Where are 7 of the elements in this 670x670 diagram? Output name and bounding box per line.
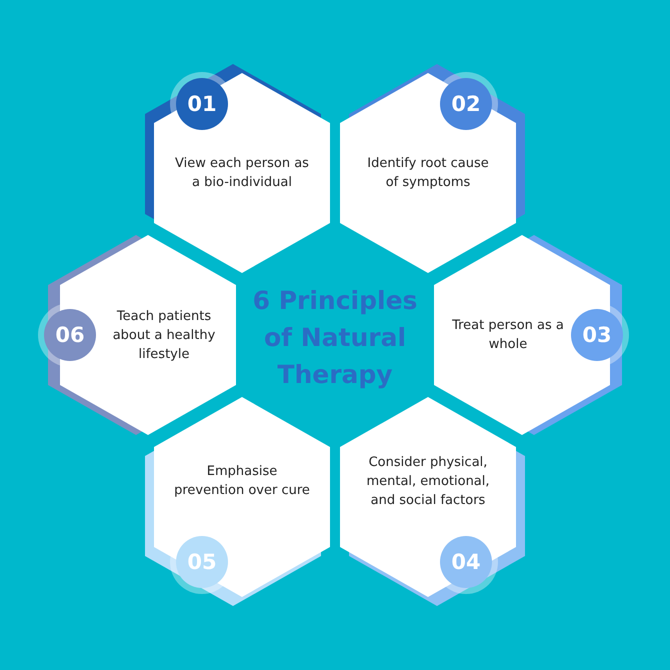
principle-text: Teach patients about a healthy lifestyle — [112, 308, 216, 364]
principle-text: Consider physical, mental, emotional, and social factors — [365, 454, 491, 510]
principle-text: Emphasise prevention over cure — [174, 463, 310, 500]
principle-text: Identify root cause of symptoms — [366, 155, 490, 192]
principle-text: View each person as a bio-individual — [174, 155, 310, 192]
principle-text: Treat person as a whole — [451, 317, 565, 354]
title: 6 Principles of Natural Therapy — [252, 285, 418, 391]
